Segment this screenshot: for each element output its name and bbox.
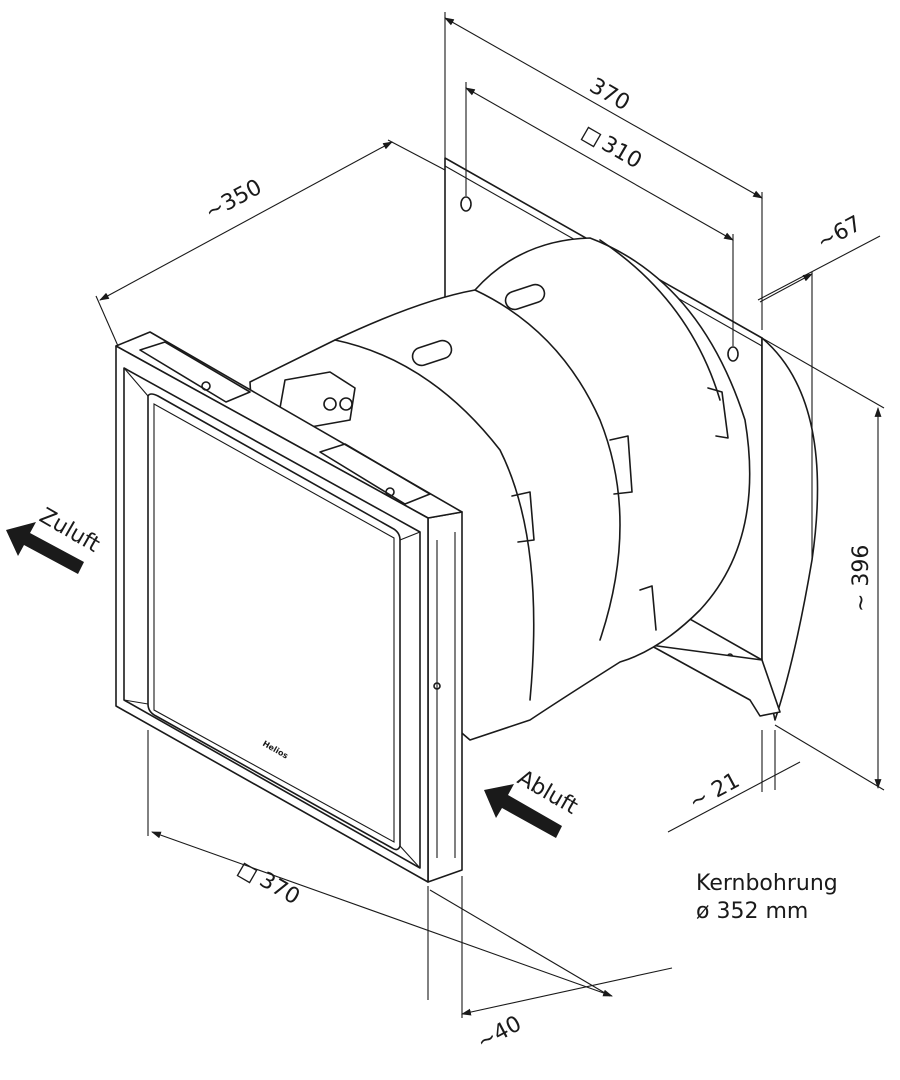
front-cover-panel: Helios (115, 331, 463, 883)
dim-depth: ~350 (201, 175, 266, 225)
square-symbol (580, 126, 602, 148)
dim-wall-offset: ~ 21 (685, 768, 744, 815)
dim-rear-width: 370 (585, 74, 634, 117)
dim-height: ~ 396 (849, 545, 874, 612)
dim-front-square-value: 370 (255, 868, 304, 911)
dim-depth-back: ~67 (813, 211, 866, 255)
dim-front-square: 370 (236, 862, 304, 911)
dim-rear-square-value: 310 (597, 132, 646, 175)
core-drill-label: Kernbohrung (696, 871, 838, 896)
core-drill-diameter: ø 352 mm (696, 899, 808, 924)
exhaust-air-arrow (484, 784, 562, 838)
supply-air-arrow (6, 522, 84, 574)
dim-rear-square: 310 (580, 126, 646, 175)
square-symbol (236, 862, 258, 884)
dimension-lines (95, 12, 885, 1018)
dim-front-depth: ~40 (473, 1011, 526, 1055)
